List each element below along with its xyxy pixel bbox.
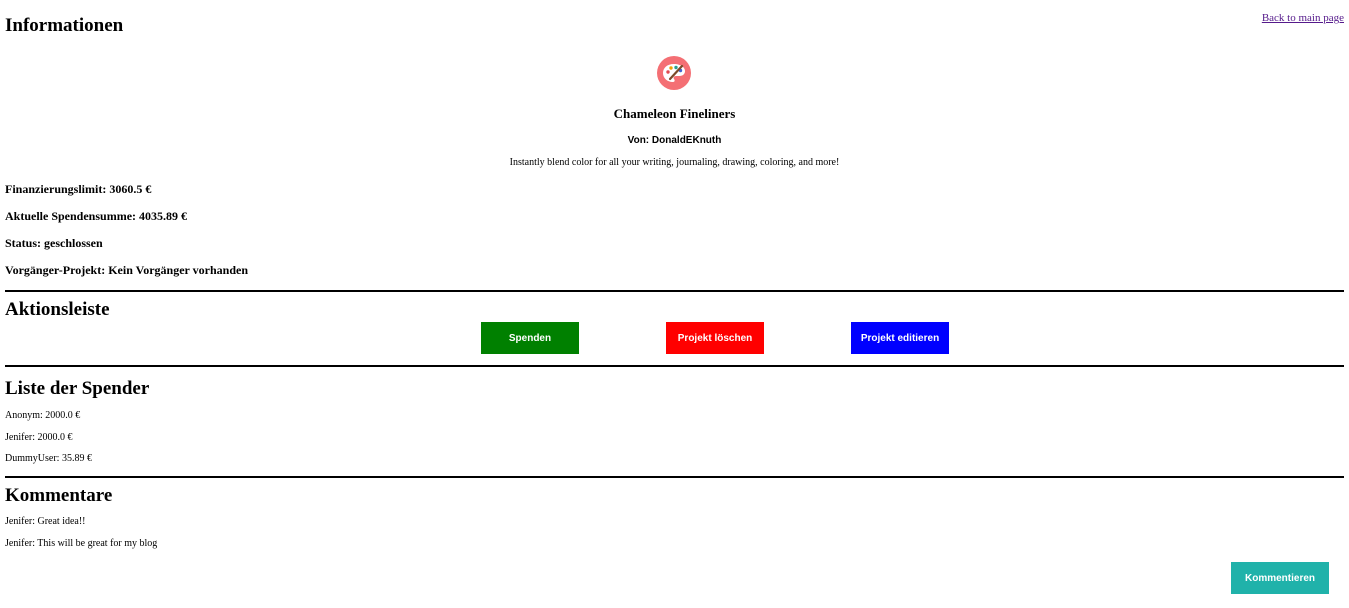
project-details-page: Informationen Back to main page Chameleo… <box>5 0 1344 608</box>
palette-icon <box>657 56 691 90</box>
donor-item: Anonym: 2000.0 € <box>5 410 81 421</box>
back-to-main-link[interactable]: Back to main page <box>1261 12 1344 24</box>
donor-item: DummyUser: 35.89 € <box>5 453 92 464</box>
comment-item: Jenifer: This will be great for my blog <box>5 538 158 549</box>
project-status: Status: geschlossen <box>5 236 103 250</box>
project-name: Chameleon Fineliners <box>613 106 736 121</box>
donor-item: Jenifer: 2000.0 € <box>5 432 73 443</box>
section-title-kommentare: Kommentare <box>5 485 113 506</box>
comment-button[interactable]: Kommentieren <box>1231 562 1329 594</box>
edit-project-button[interactable]: Projekt editieren <box>851 322 949 354</box>
divider <box>5 290 1344 292</box>
section-title-spender: Liste der Spender <box>5 378 150 399</box>
divider <box>5 476 1344 478</box>
project-description: Instantly blend color for all your writi… <box>509 157 840 168</box>
predecessor-project: Vorgänger-Projekt: Kein Vorgänger vorhan… <box>5 263 248 277</box>
donate-button[interactable]: Spenden <box>481 322 579 354</box>
current-donation-sum: Aktuelle Spendensumme: 4035.89 € <box>5 209 188 223</box>
funding-limit: Finanzierungslimit: 3060.5 € <box>5 182 152 196</box>
comment-item: Jenifer: Great idea!! <box>5 516 86 527</box>
delete-project-button[interactable]: Projekt löschen <box>666 322 764 354</box>
project-author: Von: DonaldEKnuth <box>627 135 722 146</box>
section-title-aktionsleiste: Aktionsleiste <box>5 299 110 320</box>
section-title-informationen: Informationen <box>5 15 124 36</box>
divider <box>5 365 1344 367</box>
